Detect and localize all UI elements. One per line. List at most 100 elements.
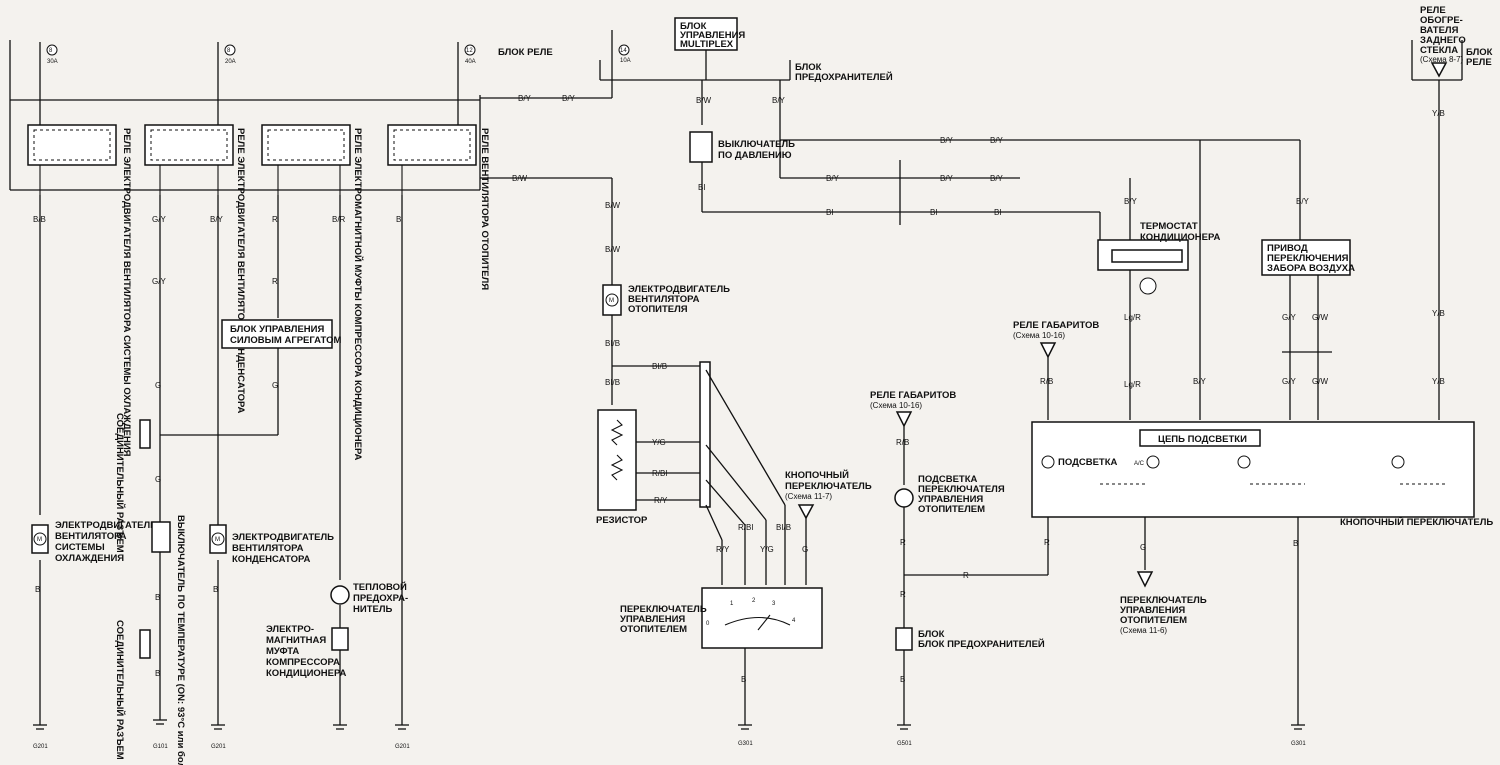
svg-text:ТЕРМОСТАТ: ТЕРМОСТАТ bbox=[1140, 221, 1198, 232]
svg-text:BI: BI bbox=[826, 208, 834, 217]
svg-text:B/Y: B/Y bbox=[1296, 197, 1310, 206]
connector-2-label: СОЕДИНИТЕЛЬНЫЙ РАЗЪЕМ bbox=[114, 620, 126, 760]
svg-text:G101: G101 bbox=[153, 744, 168, 750]
svg-text:Y/B: Y/B bbox=[1432, 377, 1445, 386]
svg-text:ЭЛЕКТРОДВИГАТЕЛЬ: ЭЛЕКТРОДВИГАТЕЛЬ bbox=[55, 520, 157, 531]
svg-text:R/B: R/B bbox=[1040, 377, 1053, 386]
svg-text:3: 3 bbox=[772, 601, 776, 607]
svg-text:ПРЕДОХРА-: ПРЕДОХРА- bbox=[353, 593, 408, 604]
svg-text:B/Y: B/Y bbox=[990, 136, 1004, 145]
fuse-12-40a: 12 40A bbox=[457, 42, 476, 125]
relay-clutch-label: РЕЛЕ ЭЛЕКТРОМАГНИТНОЙ МУФТЫ КОМПРЕССОРА … bbox=[352, 128, 364, 460]
svg-text:ПОДСВЕТКА: ПОДСВЕТКА bbox=[918, 474, 978, 485]
svg-text:КОНДИЦИОНЕРА: КОНДИЦИОНЕРА bbox=[1140, 232, 1220, 243]
svg-text:G201: G201 bbox=[395, 744, 410, 750]
svg-text:Y/G: Y/G bbox=[652, 438, 666, 447]
svg-text:B: B bbox=[155, 669, 160, 678]
fuse-8-20a: 8 20A bbox=[217, 42, 236, 125]
svg-text:ВАТЕЛЯ: ВАТЕЛЯ bbox=[1420, 25, 1459, 36]
svg-text:B/W: B/W bbox=[605, 245, 621, 254]
illum-circuit-label: ЦЕПЬ ПОДСВЕТКИ bbox=[1158, 434, 1247, 445]
fuse-block-2 bbox=[895, 627, 913, 651]
svg-text:КОМПРЕССОРА: КОМПРЕССОРА bbox=[266, 657, 340, 668]
svg-text:Lg/R: Lg/R bbox=[1124, 313, 1141, 322]
svg-text:8: 8 bbox=[49, 48, 53, 54]
fuse-8-30a: 8 30A bbox=[39, 42, 58, 125]
relay-heater-fan bbox=[387, 124, 477, 195]
left-wires: B/B G/Y G/Y G B/Y R R G B/R B G B B B B bbox=[33, 195, 403, 725]
svg-text:НИТЕЛЬ: НИТЕЛЬ bbox=[353, 604, 392, 615]
svg-text:(Схема 11-7): (Схема 11-7) bbox=[785, 492, 832, 501]
svg-text:B: B bbox=[900, 675, 905, 684]
svg-text:B: B bbox=[741, 675, 746, 684]
svg-text:ПРИВОД: ПРИВОД bbox=[1267, 243, 1308, 254]
svg-text:BI: BI bbox=[698, 183, 706, 192]
svg-text:ПЕРЕКЛЮЧАТЕЛЬ: ПЕРЕКЛЮЧАТЕЛЬ bbox=[785, 481, 872, 492]
svg-text:БЛОК: БЛОК bbox=[680, 21, 707, 32]
heater-control-switch: 0 1 2 3 4 bbox=[701, 587, 823, 649]
svg-text:РЕЛЕ ГАБАРИТОВ: РЕЛЕ ГАБАРИТОВ bbox=[1013, 320, 1099, 331]
grounds-left: G201 G101 G201 G201 bbox=[33, 719, 410, 750]
svg-text:БЛОК: БЛОК bbox=[1466, 47, 1493, 58]
svg-text:12: 12 bbox=[466, 48, 473, 54]
svg-text:B/B: B/B bbox=[33, 215, 46, 224]
svg-text:0: 0 bbox=[706, 621, 710, 627]
svg-text:B/Y: B/Y bbox=[772, 96, 786, 105]
svg-text:БЛОК: БЛОК bbox=[795, 62, 822, 73]
connector-2 bbox=[139, 629, 151, 659]
svg-text:B/Y: B/Y bbox=[210, 215, 224, 224]
intake-actuator bbox=[1261, 239, 1351, 276]
svg-text:G301: G301 bbox=[1291, 741, 1306, 747]
illum-label: ПОДСВЕТКА bbox=[1058, 457, 1118, 468]
svg-text:R: R bbox=[272, 215, 278, 224]
svg-text:14: 14 bbox=[620, 48, 627, 54]
svg-text:2: 2 bbox=[752, 598, 756, 604]
svg-text:G301: G301 bbox=[738, 741, 753, 747]
relay-cooling-fan bbox=[27, 124, 117, 195]
svg-text:ВЕНТИЛЯТОРА: ВЕНТИЛЯТОРА bbox=[232, 543, 304, 554]
push-switch-label: КНОПОЧНЫЙ ПЕРЕКЛЮЧАТЕЛЬ bbox=[1340, 516, 1493, 528]
condenser-fan-motor: M bbox=[209, 524, 227, 554]
svg-text:(Схема 10-16): (Схема 10-16) bbox=[870, 401, 922, 410]
svg-text:ОТОПИТЕЛЕМ: ОТОПИТЕЛЕМ bbox=[620, 624, 687, 635]
switch-illumination-lamp bbox=[894, 488, 914, 508]
pcm-box bbox=[221, 319, 333, 349]
defog-relay-block bbox=[1411, 40, 1463, 81]
svg-text:B/Y: B/Y bbox=[562, 94, 576, 103]
fuse-block-label: ПРЕДОХРАНИТЕЛЕЙ bbox=[795, 71, 893, 83]
relay-heater-fan-label: РЕЛЕ ВЕНТИЛЯТОРА ОТОПИТЕЛЯ bbox=[479, 128, 490, 290]
svg-text:ОТОПИТЕЛЯ: ОТОПИТЕЛЯ bbox=[628, 304, 688, 315]
svg-text:G: G bbox=[1140, 543, 1146, 552]
svg-text:A/C: A/C bbox=[1134, 461, 1145, 467]
svg-text:G/Y: G/Y bbox=[1282, 377, 1296, 386]
svg-text:G/W: G/W bbox=[1312, 377, 1328, 386]
svg-text:ВЕНТИЛЯТОРА: ВЕНТИЛЯТОРА bbox=[628, 294, 700, 305]
svg-text:B/R: B/R bbox=[332, 215, 346, 224]
svg-text:BI: BI bbox=[930, 208, 938, 217]
svg-text:G/Y: G/Y bbox=[1282, 313, 1296, 322]
fuse-block-2-label: БЛОК ПРЕДОХРАНИТЕЛЕЙ bbox=[918, 638, 1045, 650]
svg-text:КОНДИЦИОНЕРА: КОНДИЦИОНЕРА bbox=[266, 668, 346, 679]
svg-text:(Схема 8-7): (Схема 8-7) bbox=[1420, 55, 1464, 64]
svg-text:R/B: R/B bbox=[896, 438, 909, 447]
svg-text:40A: 40A bbox=[465, 59, 476, 65]
svg-text:B: B bbox=[155, 593, 160, 602]
connector-1-label: СОЕДИНИТЕЛЬНЫЙ РАЗЪЕМ bbox=[114, 413, 126, 553]
svg-text:(Схема 10-16): (Схема 10-16) bbox=[1013, 331, 1065, 340]
ac-thermostat bbox=[1097, 239, 1189, 295]
svg-text:ТЕПЛОВОЙ: ТЕПЛОВОЙ bbox=[353, 581, 407, 593]
relay-block-2-label: РЕЛЕ bbox=[1466, 57, 1492, 68]
svg-text:G/W: G/W bbox=[1312, 313, 1328, 322]
svg-text:ЗАБОРА ВОЗДУХА: ЗАБОРА ВОЗДУХА bbox=[1267, 263, 1355, 274]
pressure-switch bbox=[689, 131, 713, 163]
svg-text:Y/B: Y/B bbox=[1432, 109, 1445, 118]
cooling-fan-motor: M bbox=[31, 524, 49, 554]
svg-text:B/Y: B/Y bbox=[1193, 377, 1207, 386]
svg-text:BI/B: BI/B bbox=[652, 362, 667, 371]
svg-text:1: 1 bbox=[730, 601, 734, 607]
svg-text:РЕЛЕ ГАБАРИТОВ: РЕЛЕ ГАБАРИТОВ bbox=[870, 390, 956, 401]
svg-text:G: G bbox=[802, 545, 808, 554]
svg-text:ЭЛЕКТРОДВИГАТЕЛЬ: ЭЛЕКТРОДВИГАТЕЛЬ bbox=[232, 532, 334, 543]
svg-text:ВЫКЛЮЧАТЕЛЬ: ВЫКЛЮЧАТЕЛЬ bbox=[718, 139, 795, 150]
